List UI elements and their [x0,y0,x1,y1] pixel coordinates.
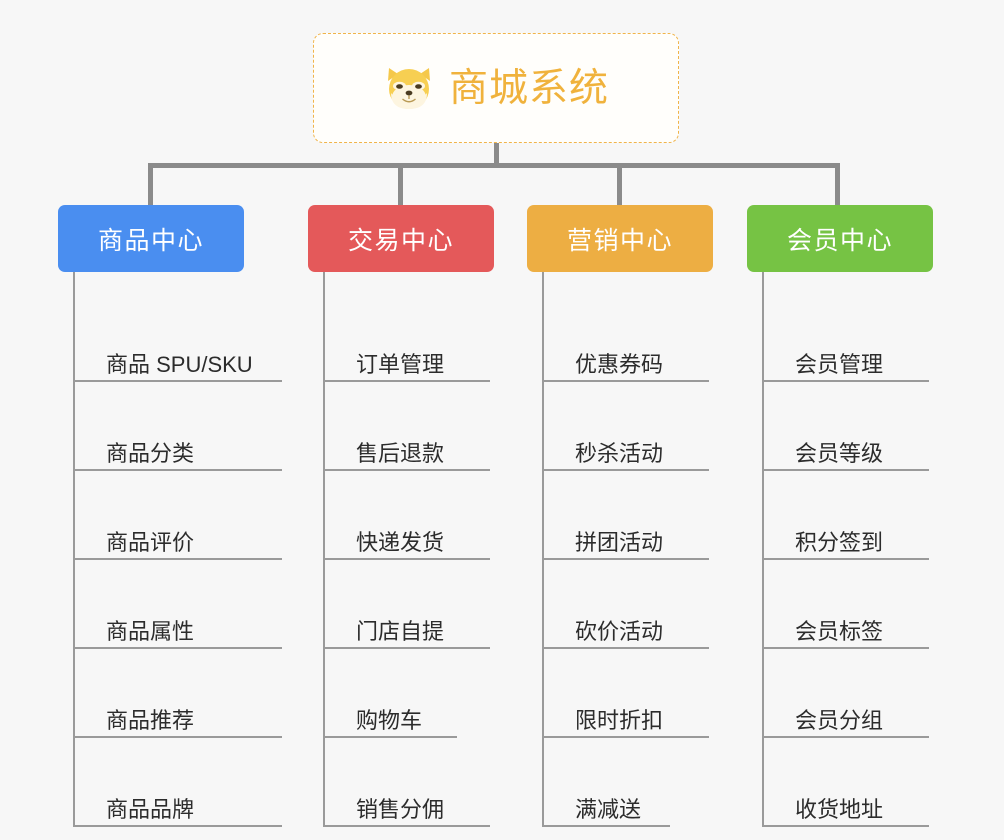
category-header-trade[interactable]: 交易中心 [308,205,494,272]
leaf-item[interactable]: 商品评价 [75,471,282,560]
leaf-label: 商品推荐 [106,707,195,733]
leaf-item[interactable]: 门店自提 [325,560,490,649]
leaf-list-product: 商品 SPU/SKU 商品分类 商品评价 商品属性 商品推荐 商品品牌 [73,272,282,827]
connector-horizontal-bus [150,163,839,168]
branch-column-product: 商品中心 商品 SPU/SKU 商品分类 商品评价 商品属性 商品推荐 商品品牌 [58,205,282,827]
root-connector-stem [494,143,499,165]
leaf-list-marketing: 优惠券码 秒杀活动 拼团活动 砍价活动 限时折扣 满减送 [542,272,713,827]
category-header-product[interactable]: 商品中心 [58,205,244,272]
leaf-list-trade: 订单管理 售后退款 快递发货 门店自提 购物车 销售分佣 [323,272,494,827]
branch-column-trade: 交易中心 订单管理 售后退款 快递发货 门店自提 购物车 销售分佣 [308,205,494,827]
leaf-label: 商品评价 [106,529,195,555]
category-title: 会员中心 [786,226,893,255]
leaf-item[interactable]: 商品属性 [75,560,282,649]
leaf-label: 会员分组 [795,707,884,733]
branch-column-member: 会员中心 会员管理 会员等级 积分签到 会员标签 会员分组 收货地址 [747,205,933,827]
leaf-item[interactable]: 快递发货 [325,471,490,560]
leaf-label: 商品属性 [106,618,195,644]
leaf-item[interactable]: 会员等级 [764,382,929,471]
leaf-item[interactable]: 满减送 [544,738,670,827]
category-title: 营销中心 [566,226,673,255]
leaf-label: 优惠券码 [575,351,664,377]
root-node[interactable]: 商城系统 [313,33,679,143]
connector-drop-1 [148,163,153,206]
branch-column-marketing: 营销中心 优惠券码 秒杀活动 拼团活动 砍价活动 限时折扣 满减送 [527,205,713,827]
leaf-label: 会员标签 [795,618,884,644]
leaf-item[interactable]: 售后退款 [325,382,490,471]
leaf-item[interactable]: 购物车 [325,649,457,738]
leaf-label: 销售分佣 [356,796,445,822]
leaf-item[interactable]: 拼团活动 [544,471,709,560]
leaf-item[interactable]: 会员分组 [764,649,929,738]
leaf-item[interactable]: 商品 SPU/SKU [75,293,282,382]
leaf-label: 积分签到 [795,529,884,555]
leaf-item[interactable]: 商品推荐 [75,649,282,738]
leaf-label: 商品分类 [106,440,195,466]
leaf-list-member: 会员管理 会员等级 积分签到 会员标签 会员分组 收货地址 [762,272,933,827]
leaf-label: 会员管理 [795,351,884,377]
leaf-item[interactable]: 砍价活动 [544,560,709,649]
leaf-label: 快递发货 [356,529,445,555]
root-title: 商城系统 [448,66,609,110]
category-title: 商品中心 [97,226,204,255]
leaf-item[interactable]: 收货地址 [764,738,929,827]
leaf-label: 砍价活动 [575,618,664,644]
connector-drop-4 [835,163,840,206]
leaf-label: 商品品牌 [106,796,195,822]
connector-drop-3 [617,163,622,206]
leaf-label: 订单管理 [356,351,445,377]
leaf-item[interactable]: 商品分类 [75,382,282,471]
leaf-label: 售后退款 [356,440,445,466]
leaf-label: 商品 SPU/SKU [106,351,253,377]
leaf-item[interactable]: 优惠券码 [544,293,709,382]
leaf-label: 购物车 [356,707,423,733]
leaf-label: 满减送 [575,796,642,822]
leaf-item[interactable]: 销售分佣 [325,738,490,827]
leaf-label: 会员等级 [795,440,884,466]
leaf-item[interactable]: 会员管理 [764,293,929,382]
leaf-item[interactable]: 秒杀活动 [544,382,709,471]
category-header-marketing[interactable]: 营销中心 [527,205,713,272]
connector-drop-2 [398,163,403,206]
shiba-dog-icon [387,68,430,109]
leaf-label: 收货地址 [795,796,884,822]
leaf-label: 门店自提 [356,618,445,644]
leaf-label: 拼团活动 [575,529,664,555]
category-title: 交易中心 [347,226,454,255]
leaf-item[interactable]: 积分签到 [764,471,929,560]
leaf-item[interactable]: 会员标签 [764,560,929,649]
leaf-item[interactable]: 商品品牌 [75,738,282,827]
leaf-label: 秒杀活动 [575,440,664,466]
leaf-item[interactable]: 限时折扣 [544,649,709,738]
leaf-label: 限时折扣 [575,707,664,733]
category-header-member[interactable]: 会员中心 [747,205,933,272]
leaf-item[interactable]: 订单管理 [325,293,490,382]
